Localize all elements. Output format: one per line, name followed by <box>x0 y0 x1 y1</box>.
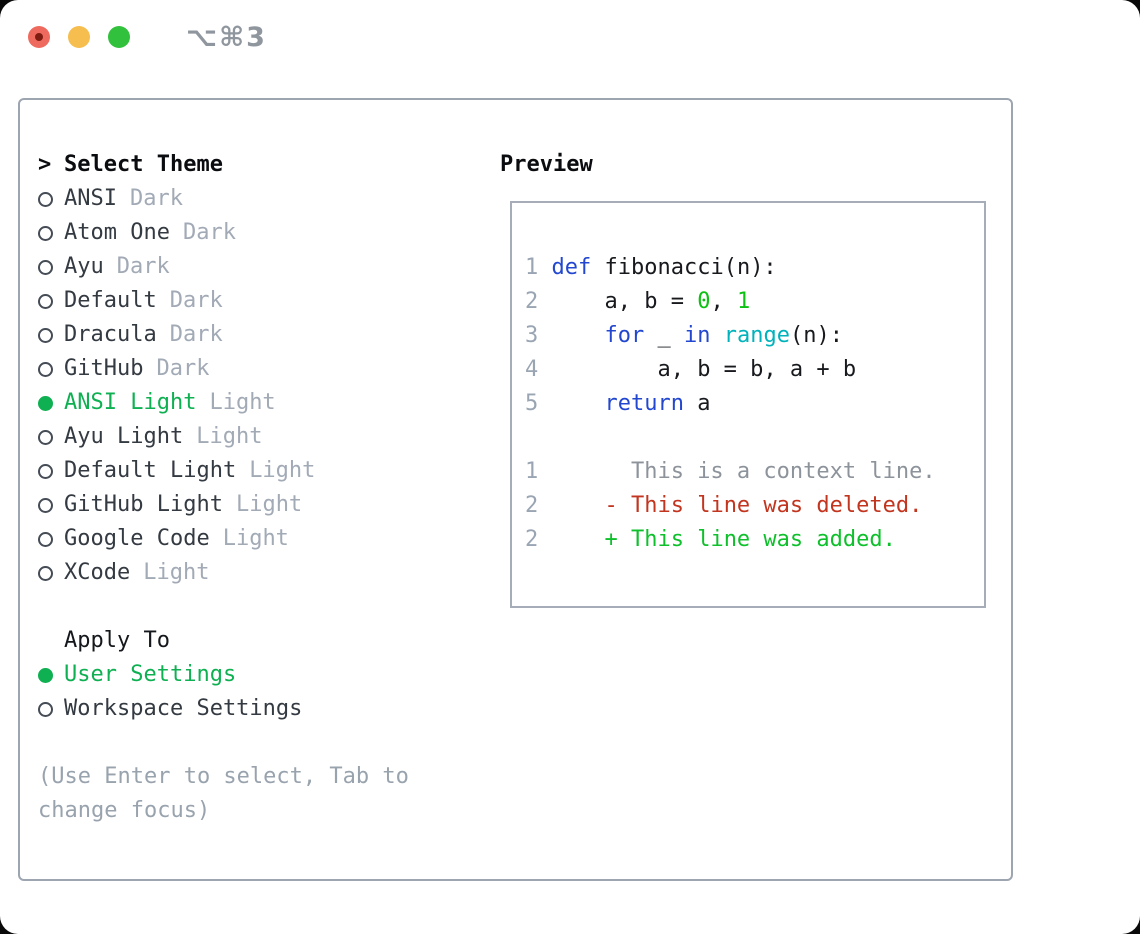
radio-unselected-icon <box>38 191 64 207</box>
theme-option-default-light[interactable]: Default Light Light <box>38 454 500 488</box>
theme-variant-tag: Light <box>143 560 210 585</box>
theme-option-ayu[interactable]: Ayu Dark <box>38 250 500 284</box>
code-line-1: 1 def fibonacci(n): <box>525 255 777 280</box>
apply-option-label: Workspace Settings <box>64 696 303 721</box>
code-line-5: 5 return a <box>525 391 711 416</box>
theme-option-label: Atom One <box>64 220 170 245</box>
maximize-button[interactable] <box>108 26 130 48</box>
selection-cursor-icon: > <box>38 152 52 177</box>
minimize-button[interactable] <box>68 26 90 48</box>
theme-variant-tag: Dark <box>116 254 170 279</box>
theme-option-ansi[interactable]: ANSI Dark <box>38 182 500 216</box>
theme-option-label: XCode <box>64 560 131 585</box>
apply-option-user-settings[interactable]: User Settings <box>38 658 500 692</box>
select-theme-title: Select Theme <box>64 152 223 177</box>
radio-unselected-icon <box>38 565 64 581</box>
radio-unselected-icon <box>38 463 64 479</box>
radio-unselected-icon <box>38 361 64 377</box>
theme-variant-tag: Light <box>235 492 303 517</box>
theme-variant-tag: Light <box>222 526 289 551</box>
theme-variant-tag: Dark <box>156 356 210 381</box>
radio-unselected-icon <box>38 701 64 717</box>
theme-variant-tag: Dark <box>182 220 236 245</box>
theme-option-label: ANSI Light <box>64 390 197 415</box>
diff-line-1: 1 This is a context line. <box>525 459 936 484</box>
radio-unselected-icon <box>38 327 64 343</box>
close-button[interactable] <box>28 26 50 48</box>
radio-unselected-icon <box>38 259 64 275</box>
theme-variant-tag: Light <box>209 390 276 415</box>
theme-option-label: GitHub Light <box>64 492 223 517</box>
theme-variant-tag: Dark <box>169 288 223 313</box>
radio-unselected-icon <box>38 497 64 513</box>
theme-option-atom-one[interactable]: Atom One Dark <box>38 216 500 250</box>
radio-selected-icon <box>38 395 64 411</box>
diff-line-3: 2 + This line was added. <box>525 527 896 552</box>
theme-option-dracula[interactable]: Dracula Dark <box>38 318 500 352</box>
code-line-3: 3 for _ in range(n): <box>525 323 843 348</box>
diff-preview: 1 This is a context line. 2 - This line w… <box>525 455 984 557</box>
apply-option-label: User Settings <box>64 662 237 687</box>
diff-line-2: 2 - This line was deleted. <box>525 493 923 518</box>
theme-option-label: Ayu Light <box>64 424 184 449</box>
theme-option-label: Dracula <box>64 322 157 347</box>
theme-variant-tag: Light <box>196 424 263 449</box>
radio-unselected-icon <box>38 293 64 309</box>
select-theme-header: > Select Theme <box>38 148 500 182</box>
apply-to-title: Apply To <box>64 628 170 653</box>
code-line-2: 2 a, b = 0, 1 <box>525 289 751 314</box>
code-line-4: 4 a, b = b, a + b <box>525 357 857 382</box>
theme-variant-tag: Light <box>249 458 316 483</box>
theme-option-label: Default Light <box>64 458 237 483</box>
window-titlebar: ⌥⌘3 <box>0 0 1140 74</box>
help-text-line: (Use Enter to select, Tab to <box>38 764 409 789</box>
window-title: ⌥⌘3 <box>186 21 267 53</box>
theme-option-xcode[interactable]: XCode Light <box>38 556 500 590</box>
theme-option-label: Default <box>64 288 157 313</box>
help-text: (Use Enter to select, Tab to change focu… <box>38 760 500 828</box>
theme-option-label: Google Code <box>64 526 210 551</box>
help-text-line: change focus) <box>38 798 211 823</box>
apply-option-workspace-settings[interactable]: Workspace Settings <box>38 692 500 726</box>
theme-option-default[interactable]: Default Dark <box>38 284 500 318</box>
theme-variant-tag: Dark <box>169 322 223 347</box>
close-button-dot-icon <box>35 33 43 41</box>
radio-unselected-icon <box>38 429 64 445</box>
radio-selected-icon <box>38 667 64 683</box>
theme-option-github-light[interactable]: GitHub Light Light <box>38 488 500 522</box>
theme-option-label: Ayu <box>64 254 104 279</box>
theme-option-github[interactable]: GitHub Dark <box>38 352 500 386</box>
theme-option-label: ANSI <box>64 186 117 211</box>
radio-unselected-icon <box>38 225 64 241</box>
preview-title: Preview <box>500 152 593 177</box>
theme-option-label: GitHub <box>64 356 144 381</box>
preview-box: 1 def fibonacci(n): 2 a, b = 0, 1 3 for _ … <box>510 201 986 608</box>
code-preview: 1 def fibonacci(n): 2 a, b = 0, 1 3 for _ … <box>525 251 984 421</box>
preview-column: Preview 1 def fibonacci(n): 2 a, b = 0, 1… <box>500 148 1011 879</box>
radio-unselected-icon <box>38 531 64 547</box>
theme-variant-tag: Dark <box>129 186 183 211</box>
theme-option-google-code[interactable]: Google Code Light <box>38 522 500 556</box>
theme-option-ayu-light[interactable]: Ayu Light Light <box>38 420 500 454</box>
theme-option-ansi-light[interactable]: ANSI Light Light <box>38 386 500 420</box>
apply-to-header: Apply To <box>38 624 500 658</box>
